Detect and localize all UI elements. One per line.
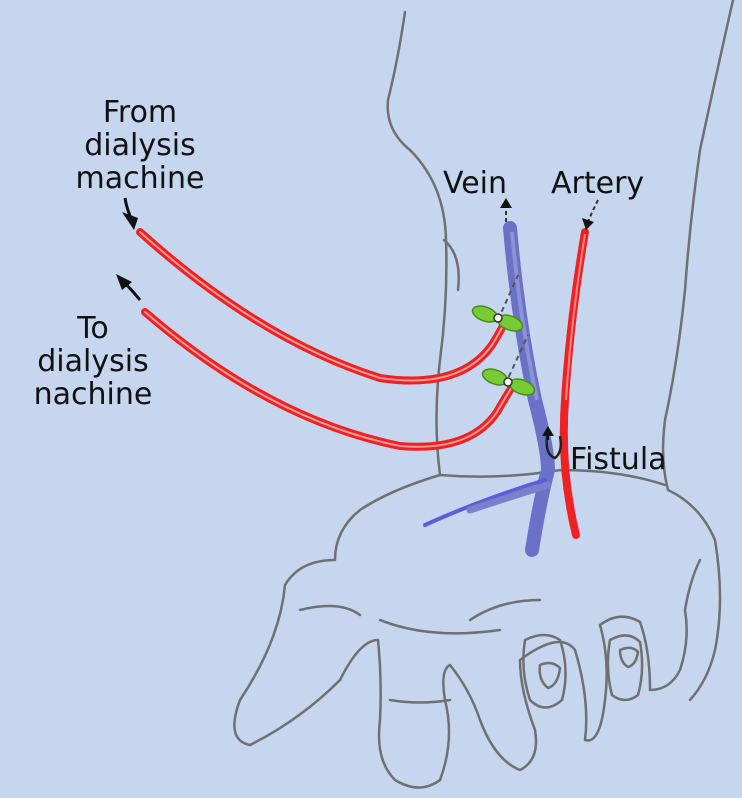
from-label-line2: dialysis xyxy=(45,129,235,162)
from-machine-arrow-icon xyxy=(122,198,138,230)
to-machine-label: To dialysis nachine xyxy=(0,312,186,411)
arm-outline xyxy=(234,0,733,788)
from-label-line1: From xyxy=(45,96,235,129)
dialysis-tubes xyxy=(140,232,512,447)
fistula-label: Fistula xyxy=(570,443,667,476)
artery-arrow-icon xyxy=(582,200,598,230)
artery-label: Artery xyxy=(551,167,644,200)
to-label-line3: nachine xyxy=(0,378,186,411)
vein-arrow-icon xyxy=(500,198,512,222)
from-label-line3: machine xyxy=(45,162,235,195)
to-label-line2: dialysis xyxy=(0,345,186,378)
to-machine-arrow-icon xyxy=(116,274,140,300)
to-label-line1: To xyxy=(0,312,186,345)
from-machine-label: From dialysis machine xyxy=(45,96,235,195)
vein-label: Vein xyxy=(443,167,507,200)
artery-vessel xyxy=(564,232,585,535)
